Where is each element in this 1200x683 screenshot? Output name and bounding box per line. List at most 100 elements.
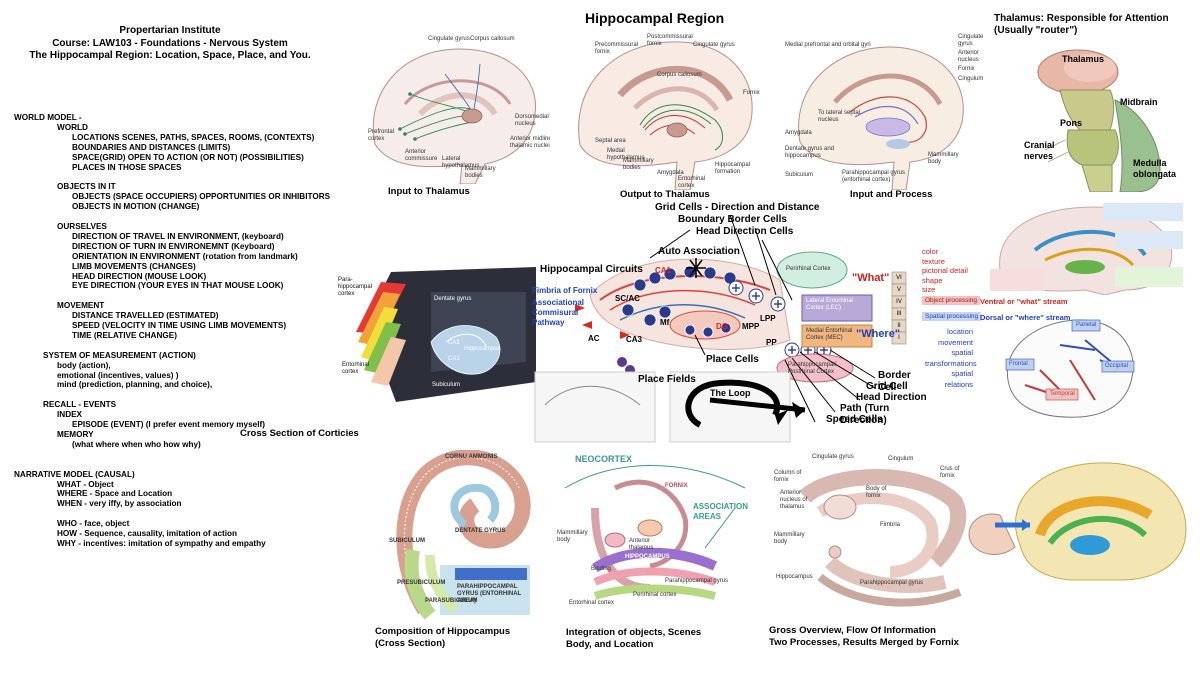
outline-line: mind (prediction, planning, and choice), [57,380,213,390]
label-hippocampal-formation: Hippocampal formation [715,162,751,175]
layer-label: VI [896,275,902,281]
label-corpus-callosum-2: Corpus callosum [657,72,702,78]
brain-pathway-drawing [990,203,1183,295]
label-binding: Binding [591,566,612,572]
label-cranial-nerves: Cranial nerves [1024,140,1055,161]
outline-line: MEMORY [57,430,94,439]
course-header: Propertarian Institute Course: LAW103 - … [20,25,320,63]
brain-sagittal-drawing-1 [372,48,537,184]
outline-line: DISTANCE TRAVELLED (ESTIMATED) [72,311,219,321]
outline-line: (what where when who how why) [72,439,201,449]
caption-composition-line-2: (Cross Section) [375,638,446,649]
label-entorhinal-2: Entorhinal cortex [678,176,706,189]
label-pp: PP [766,338,777,347]
where-word: location [947,327,973,336]
outline-line: DIRECTION OF TURN IN ENVIRONEMNT (Keyboa… [72,241,275,251]
label-border-cell: Border Cell [878,370,911,393]
outline-line: body (action), [57,360,111,370]
caption-integration: Integration of objects, Scenes Body, and… [566,627,701,651]
panel-brain-pathways [985,195,1190,295]
label-cornu-ammonis: CORNU AMMONIS [445,454,498,460]
label-mammillary-3: Mammillary body [928,152,959,165]
limbic-system-drawing [968,462,1187,581]
outline-spacer [14,291,354,301]
label-fornix-2: Fornix [743,90,760,96]
label-entorhinal-cross: Entorhinal cortex [342,362,370,375]
outline-line: EYE DIRECTION (YOUR EYES IN THAT MOUSE L… [72,281,284,291]
label-body-fornix: Body of fornix [866,486,887,499]
label-medulla: Medulla oblongata [1133,158,1176,179]
outline-line: SPACE(GRID) OPEN TO ACTION (OR NOT) (POS… [72,152,304,162]
what-word: pictorial detail [922,266,968,275]
outline-spacer [14,390,354,400]
panel-integration: NEOCORTEX FORNIX ASSOCIATION AREAS Mammi… [555,448,750,613]
where-word: spatial [951,348,973,357]
brain-sagittal-drawing-3 [798,46,964,190]
object-processing-box: Object processing [922,296,981,305]
panel-gross-overview: Cingulate gyrus Cingulum Column of forni… [770,452,970,622]
label-anterior-nucleus: Anterior nucleus [958,50,980,63]
brainstem-drawing [1037,49,1161,192]
outline-line: SYSTEM OF MEASUREMENT (ACTION) [43,350,196,360]
caption-integration-line-1: Integration of objects, Scenes [566,627,702,638]
label-mf: Mf [660,318,670,327]
label-to-lateral-septal: To lateral septal nucleus [818,110,861,123]
outline-line: WORLD [57,122,88,132]
label-the-loop: The Loop [710,388,751,398]
hippocampus-composition-drawing [396,450,531,620]
header-line-2: Course: LAW103 - Foundations - Nervous S… [52,37,288,49]
outline-line: emotional (incentives, values) ) [57,370,179,380]
outline-line: TIME (RELATIVE CHANGE) [72,330,177,340]
label-parahippocampal-3: Parahippocampal gyrus (entorhinal cortex… [842,170,906,183]
label-precommissural: Precommissural fornix [595,42,639,55]
label-lpp: LPP [760,314,776,323]
label-para-hippocampal-cortex: Para-hippocampal cortex [338,277,373,297]
label-dentate-gyrus-comp: DENTATE GYRUS [455,528,506,534]
layer-label: IV [896,299,902,305]
thalamus-title-line-1: Thalamus: Responsible for Attention [994,13,1169,24]
header-line-3: The Hippocampal Region: Location, Space,… [29,50,311,61]
label-head-direction: Head Direction [856,392,927,403]
label-anterior-commissure: Anterior commissure [405,149,438,162]
dorsal-stream-label: Dorsal or "where" stream [980,313,1071,322]
what-word: color [922,247,939,256]
label-neocortex: NEOCORTEX [575,454,633,464]
outline-line: WHERE - Space and Location [57,489,173,499]
label-parahippocampal-gross: Parahippocampal gyrus [860,580,924,586]
caption-composition: Composition of Hippocampus (Cross Sectio… [375,626,510,650]
outline-line: NARRATIVE MODEL (CAUSAL) [14,469,135,479]
cortex-cross-section-drawing [356,267,536,402]
label-thalamus: Thalamus [1062,54,1105,64]
label-associational: Associational Commisural Pathway [532,298,584,328]
fornix-gross-drawing [799,469,967,607]
brain-sagittal-drawing-2 [578,41,753,190]
label-boundary-border-cells: Boundary Border Cells [678,214,787,225]
layer-label: III [896,311,902,317]
label-subiculum-cross: Subiculum [432,382,461,388]
label-head-direction-cells: Head Direction Cells [696,226,794,237]
label-dentate-hippo: Dentate gyrus and hippocampus [785,146,835,159]
label-mpp: MPP [742,322,760,331]
outline-line: OBJECTS IN IT [57,182,116,192]
label-medial-hypo: Medial hypothalamus [607,148,645,161]
label-perirhinal-neo: Perirhinal cortex [633,592,677,598]
label-parahip-box: Parahippocampal/ Postrhinal Cortex [788,362,837,375]
circuit-diagram [534,214,907,443]
label-lateral-hypo: Lateral hypothalamus [442,156,480,169]
layer-label: II [897,323,901,329]
outline-line: BOUNDARIES AND DISTANCES (LIMITS) [72,142,231,152]
label-medial-prefrontal: Medial prefrontal and orbital gyri [785,42,871,48]
outline-line: OBJECTS (SPACE OCCUPIERS) OPPORTUNITIES … [72,192,331,202]
outline-line: LOCATIONS SCENES, PATHS, SPACES, ROOMS, … [72,132,315,142]
label-cingulate: Cingulate gyrus [428,36,470,42]
caption-cross-section-corticies: Cross Section of Corticies [240,428,359,439]
outline-line: OBJECTS IN MOTION (CHANGE) [72,202,200,212]
label-prefrontal: Prefrontal cortex [368,129,395,142]
label-path-turn: Path (Turn Direction) [840,403,890,426]
label-lec-box: Lateral Entorhinal Cortex (LEC) [806,298,854,311]
label-cingulum: Cingulum [958,76,984,82]
label-grid-cell: Grid Cell [866,381,908,392]
label-pons: Pons [1060,118,1083,128]
